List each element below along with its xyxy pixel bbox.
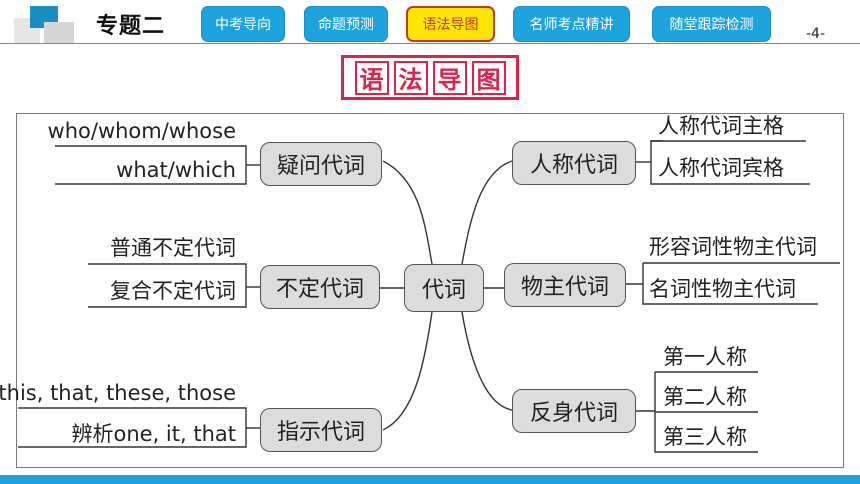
tab-zhongkao-daoxiang[interactable]: 中考导向: [201, 6, 285, 42]
leaf-diyi-rencheng: 第一人称: [663, 345, 747, 369]
banner-char: 法: [393, 60, 428, 95]
leaf-fuhe-buding: 复合不定代词: [110, 279, 236, 303]
leaf-dier-rencheng: 第二人称: [663, 385, 747, 409]
logo-squares-icon: [14, 6, 74, 44]
leaf-what-which: what/which: [116, 158, 236, 182]
node-zhishi-daici: 指示代词: [260, 408, 382, 452]
tab-suitang-jiance[interactable]: 随堂跟踪检测: [652, 6, 771, 42]
node-fanshen-daici: 反身代词: [512, 389, 636, 433]
banner-char: 导: [432, 60, 467, 95]
page-number: -4-: [806, 26, 826, 42]
node-buding-daici: 不定代词: [260, 265, 380, 309]
banner-char: 图: [471, 60, 506, 95]
mind-map-frame: [16, 113, 844, 468]
logo: [14, 6, 76, 46]
section-banner: 语 法 导 图: [341, 55, 519, 100]
tab-mingti-yuce[interactable]: 命题预测: [304, 6, 388, 42]
node-yiwen-daici: 疑问代词: [260, 142, 382, 186]
leaf-disan-rencheng: 第三人称: [663, 425, 747, 449]
tab-yufa-daotu[interactable]: 语法导图: [406, 6, 495, 42]
node-wuzhu-daici: 物主代词: [504, 263, 626, 307]
header-divider: [0, 43, 860, 44]
footer-bar: [0, 475, 860, 484]
leaf-bianxi-one-it-that: 辨析one, it, that: [71, 422, 237, 446]
tab-mingshi-kaodian[interactable]: 名师考点精讲: [513, 6, 630, 42]
leaf-who-whom-whose: who/whom/whose: [47, 119, 236, 143]
leaf-xingrongci-wuzhu: 形容词性物主代词: [649, 235, 817, 259]
leaf-mingci-wuzhu: 名词性物主代词: [649, 277, 796, 301]
node-rencheng-daici: 人称代词: [512, 141, 636, 185]
banner-char: 语: [354, 60, 389, 95]
leaf-putong-buding: 普通不定代词: [110, 236, 236, 260]
leaf-rencheng-binge: 人称代词宾格: [658, 156, 784, 180]
node-daici: 代词: [404, 264, 484, 312]
leaf-this-that-these-those: this, that, these, those: [0, 381, 236, 405]
page-title: 专题二: [96, 14, 166, 39]
leaf-rencheng-zhuge: 人称代词主格: [658, 114, 784, 138]
